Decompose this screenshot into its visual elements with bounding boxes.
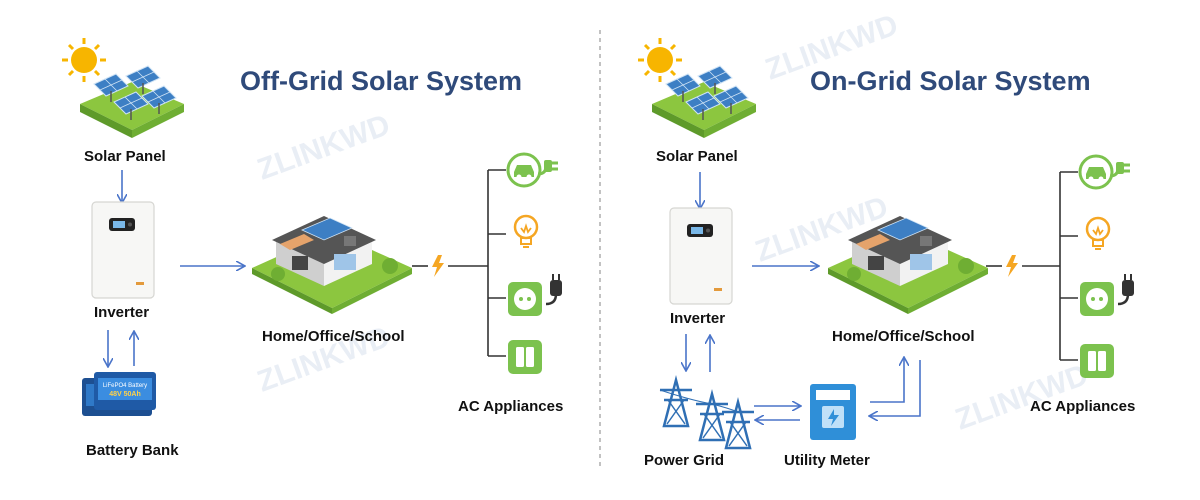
switch-icon xyxy=(1080,344,1114,378)
power-grid-icon xyxy=(658,378,756,450)
on-grid-solar-panel-label: Solar Panel xyxy=(656,148,738,165)
arrow-home-to-meter xyxy=(870,360,921,416)
off-grid-ac-appliances-label: AC Appliances xyxy=(458,398,564,415)
battery-spec: 48V 50Ah xyxy=(109,391,141,398)
on-grid-ac-appliances-label: AC Appliances xyxy=(1030,398,1136,415)
solar-panel-icon xyxy=(652,66,756,138)
plug-icon xyxy=(1116,272,1136,306)
off-grid-solar-panel-label: Solar Panel xyxy=(84,148,166,165)
off-grid-title: Off-Grid Solar System xyxy=(240,66,523,96)
off-grid-inverter-label: Inverter xyxy=(94,304,150,321)
lightning-bolt-icon xyxy=(1006,255,1018,277)
arrow-meter-to-home xyxy=(870,358,904,403)
watermark-text: ZLINKWD xyxy=(253,108,394,186)
battery-bank-label: Battery Bank xyxy=(86,442,179,459)
inverter-icon xyxy=(91,201,155,299)
power-socket-icon xyxy=(1080,282,1114,316)
switch-icon xyxy=(508,340,542,374)
house-icon xyxy=(251,215,413,315)
sun-icon xyxy=(60,36,108,84)
ev-charger-icon xyxy=(506,152,560,188)
inverter-icon xyxy=(669,207,733,305)
battery-label: LiFePO4 Battery xyxy=(103,383,147,389)
sun-icon xyxy=(636,36,684,84)
utility-meter-label: Utility Meter xyxy=(784,452,870,469)
off-grid-home-label: Home/Office/School xyxy=(262,328,405,345)
on-grid-inverter-label: Inverter xyxy=(670,310,726,327)
power-socket-icon xyxy=(508,282,542,316)
light-bulb-icon xyxy=(1085,216,1111,251)
on-grid-title: On-Grid Solar System xyxy=(810,66,1091,96)
on-grid-home-label: Home/Office/School xyxy=(832,328,975,345)
solar-panel-icon xyxy=(80,66,184,138)
power-grid-label: Power Grid xyxy=(644,452,725,469)
light-bulb-icon xyxy=(513,214,539,249)
ev-charger-icon xyxy=(1078,154,1132,190)
lightning-bolt-icon xyxy=(432,255,444,277)
utility-meter-icon xyxy=(810,384,856,440)
plug-icon xyxy=(544,272,564,306)
battery-icon: LiFePO4 Battery 48V 50Ah xyxy=(82,372,156,416)
